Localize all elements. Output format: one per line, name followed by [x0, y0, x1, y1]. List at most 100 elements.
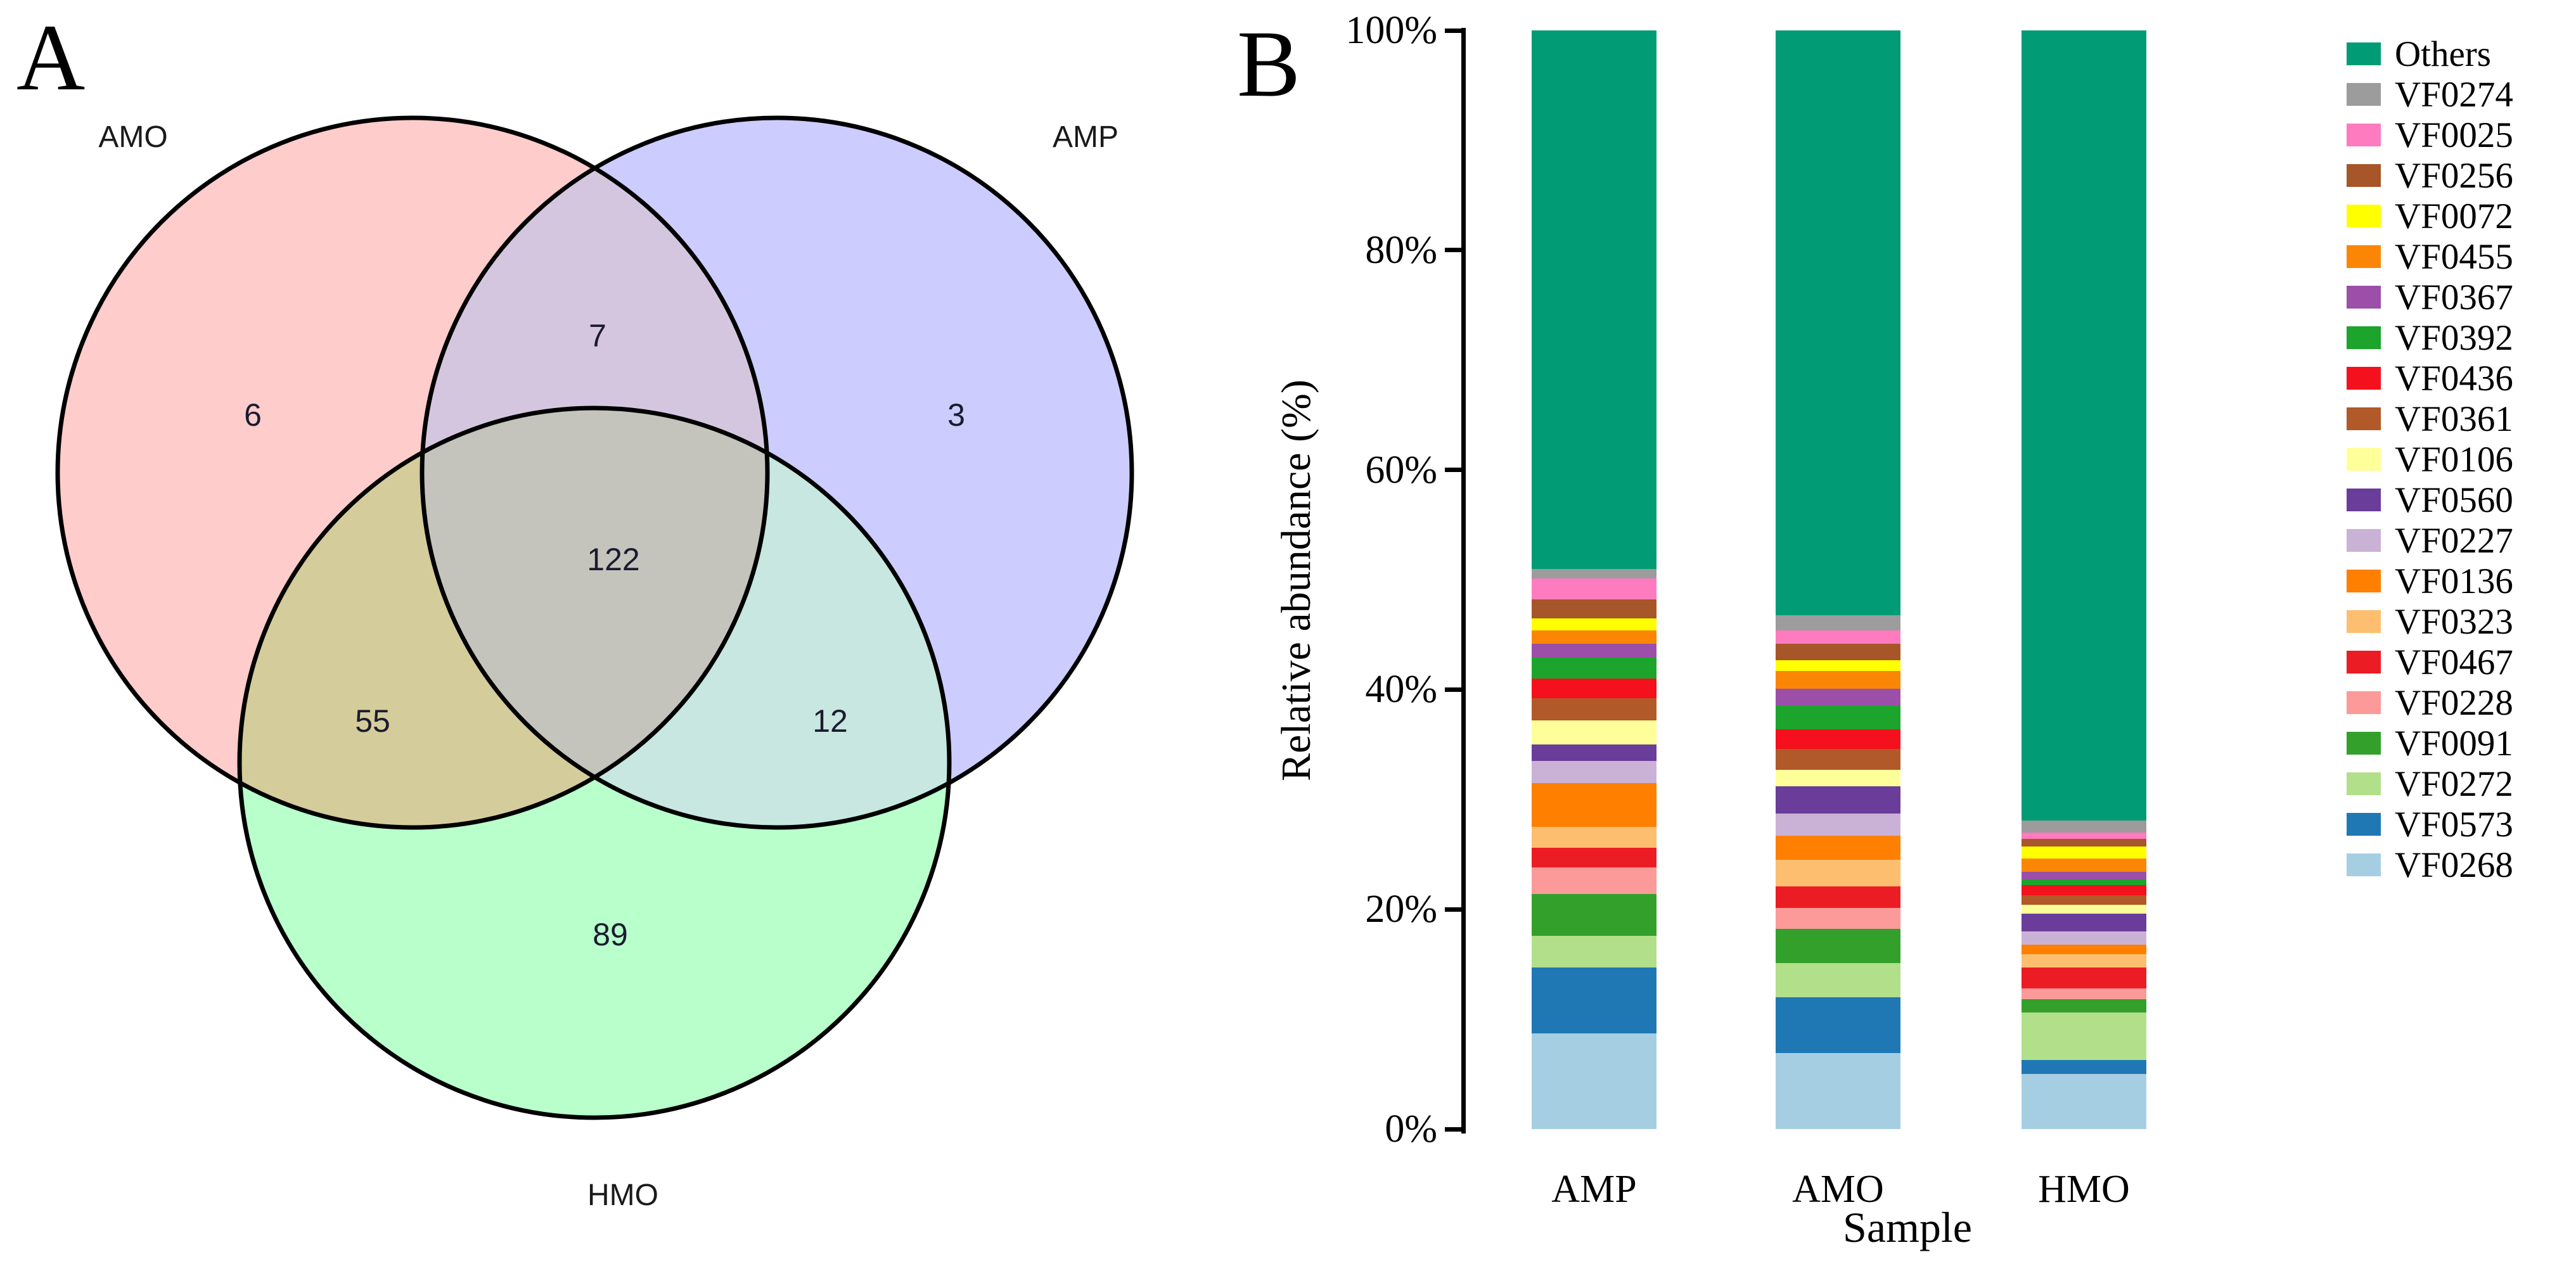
bar-segment-HMO-Others — [2022, 30, 2146, 821]
bar-segment-AMP-VF0392 — [1532, 658, 1656, 679]
bar-segment-AMP-VF0323 — [1532, 827, 1656, 848]
bar-segment-HMO-VF0072 — [2022, 846, 2146, 859]
bar-AMO — [1776, 30, 1900, 1129]
venn-circle-amo-outline — [55, 115, 770, 830]
bar-segment-HMO-VF0573 — [2022, 1059, 2146, 1075]
bar-segment-AMO-VF0573 — [1776, 997, 1900, 1054]
legend-row-VF0268: VF0268 — [2347, 845, 2513, 885]
bar-segment-AMP-VF0025 — [1532, 578, 1656, 600]
bar-segment-HMO-VF0091 — [2022, 999, 2146, 1013]
bar-segment-AMO-VF0436 — [1776, 729, 1900, 750]
legend-label-VF0467: VF0467 — [2395, 642, 2513, 682]
bar-segment-AMO-Others — [1776, 30, 1900, 615]
y-axis-line — [1461, 28, 1466, 1134]
venn-region-center — [422, 408, 767, 827]
legend-swatch-VF0323 — [2347, 610, 2381, 633]
bar-segment-HMO-VF0228 — [2022, 988, 2146, 1000]
bar-segment-AMP-VF0361 — [1532, 698, 1656, 720]
legend-swatch-Others — [2347, 42, 2381, 65]
bar-segment-AMO-VF0560 — [1776, 786, 1900, 814]
x-axis-title: Sample — [1843, 1203, 1972, 1251]
bar-segment-HMO-VF0323 — [2022, 954, 2146, 968]
bar-segment-HMO-VF0136 — [2022, 944, 2146, 955]
legend-swatch-VF0573 — [2347, 813, 2381, 836]
bar-segment-AMO-VF0392 — [1776, 706, 1900, 729]
bar-segment-HMO-VF0367 — [2022, 872, 2146, 880]
bar-segment-AMP-Others — [1532, 30, 1656, 569]
legend-swatch-VF0392 — [2347, 326, 2381, 349]
legend-row-VF0228: VF0228 — [2347, 682, 2513, 723]
legend-swatch-VF0560 — [2347, 489, 2381, 511]
bar-segment-AMP-VF0106 — [1532, 720, 1656, 745]
legend-swatch-VF0274 — [2347, 83, 2381, 106]
legend-row-VF0227: VF0227 — [2347, 520, 2513, 561]
x-cat-label-AMP: AMP — [1551, 1168, 1637, 1211]
venn-count-amp-hmo: 12 — [812, 703, 848, 739]
legend-row-VF0361: VF0361 — [2347, 399, 2513, 439]
y-tick-mark-60 — [1445, 468, 1462, 473]
bar-segment-AMP-VF0227 — [1532, 761, 1656, 783]
bar-segment-AMO-VF0455 — [1776, 670, 1900, 689]
bar-segment-AMO-VF0361 — [1776, 749, 1900, 770]
legend-swatch-VF0227 — [2347, 529, 2381, 552]
legend-row-VF0272: VF0272 — [2347, 763, 2513, 804]
y-tick-label-0: 0% — [1385, 1108, 1437, 1151]
bar-segment-AMO-VF0072 — [1776, 660, 1900, 671]
legend-label-VF0436: VF0436 — [2395, 358, 2513, 399]
legend-label-VF0455: VF0455 — [2395, 236, 2513, 277]
y-tick-mark-80 — [1445, 248, 1462, 253]
bar-segment-HMO-VF0268 — [2022, 1074, 2146, 1129]
bar-segment-AMP-VF0455 — [1532, 630, 1656, 644]
venn-count-center: 122 — [587, 542, 639, 577]
y-tick-label-100: 100% — [1345, 9, 1437, 52]
bar-segment-AMP-VF0560 — [1532, 744, 1656, 762]
bar-HMO — [2022, 30, 2146, 1129]
legend-label-Others: Others — [2395, 34, 2491, 74]
venn-count-amo-amp: 7 — [589, 318, 606, 354]
venn-count-hmo-only: 89 — [593, 917, 628, 952]
bar-segment-AMO-VF0274 — [1776, 615, 1900, 630]
bar-segment-AMO-VF0323 — [1776, 860, 1900, 886]
legend-label-VF0228: VF0228 — [2395, 682, 2513, 723]
legend-swatch-VF0106 — [2347, 448, 2381, 471]
y-tick-mark-0 — [1445, 1127, 1462, 1132]
legend-label-VF0268: VF0268 — [2395, 845, 2513, 885]
legend-row-VF0256: VF0256 — [2347, 155, 2513, 196]
legend-label-VF0072: VF0072 — [2395, 196, 2513, 236]
y-tick-mark-40 — [1445, 687, 1462, 692]
bar-segment-HMO-VF0361 — [2022, 895, 2146, 905]
venn-count-amo-hmo: 55 — [355, 703, 390, 739]
legend-row-VF0274: VF0274 — [2347, 74, 2513, 115]
bar-segment-AMP-VF0272 — [1532, 935, 1656, 968]
bar-segment-AMP-VF0091 — [1532, 893, 1656, 936]
legend-row-VF0560: VF0560 — [2347, 480, 2513, 520]
legend-swatch-VF0436 — [2347, 367, 2381, 390]
legend-label-VF0136: VF0136 — [2395, 561, 2513, 601]
legend-row-VF0367: VF0367 — [2347, 277, 2513, 317]
legend-swatch-VF0272 — [2347, 772, 2381, 795]
bar-segment-AMO-VF0272 — [1776, 963, 1900, 997]
bar-segment-HMO-VF0274 — [2022, 820, 2146, 833]
y-tick-label-20: 20% — [1365, 888, 1437, 931]
bar-segment-HMO-VF0455 — [2022, 859, 2146, 872]
legend-label-VF0573: VF0573 — [2395, 804, 2513, 845]
bar-segment-AMP-VF0467 — [1532, 848, 1656, 868]
legend-label-VF0323: VF0323 — [2395, 601, 2513, 642]
venn-set-label-amp: AMP — [1053, 120, 1118, 154]
bar-segment-HMO-VF0392 — [2022, 879, 2146, 886]
legend-label-VF0392: VF0392 — [2395, 317, 2513, 358]
bar-segment-HMO-VF0436 — [2022, 885, 2146, 895]
legend-label-VF0560: VF0560 — [2395, 480, 2513, 520]
bar-segment-AMO-VF0106 — [1776, 770, 1900, 786]
legend-row-VF0467: VF0467 — [2347, 642, 2513, 682]
x-cat-label-AMO: AMO — [1792, 1168, 1884, 1211]
legend-swatch-VF0367 — [2347, 286, 2381, 309]
legend-label-VF0091: VF0091 — [2395, 723, 2513, 763]
venn-count-amo-only: 6 — [244, 397, 262, 433]
legend-swatch-VF0228 — [2347, 691, 2381, 714]
legend-row-VF0455: VF0455 — [2347, 236, 2513, 277]
legend-row-VF0573: VF0573 — [2347, 804, 2513, 845]
legend-row-VF0392: VF0392 — [2347, 317, 2513, 358]
legend-row-Others: Others — [2347, 34, 2513, 74]
